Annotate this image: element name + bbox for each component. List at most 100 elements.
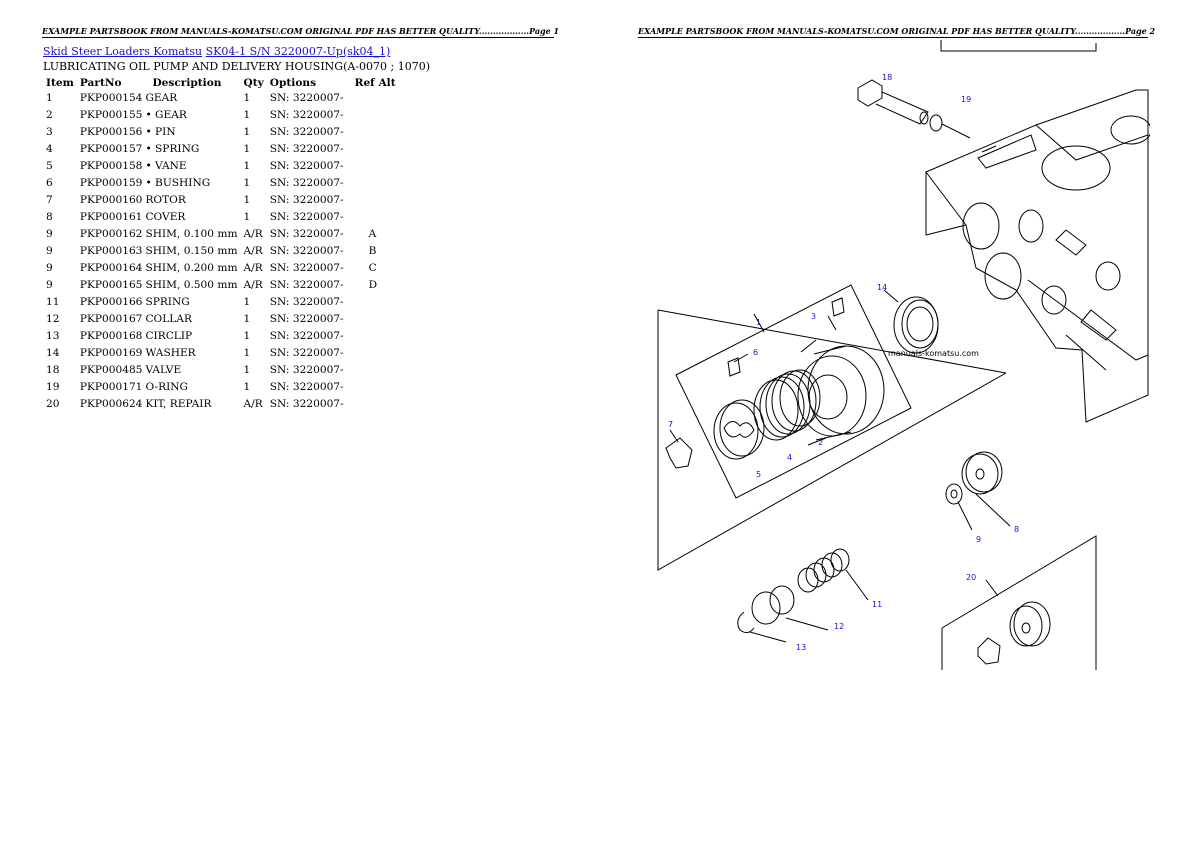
cell-qty: 1 [243,194,251,206]
cell-ref [347,143,399,160]
callout-12: 12 [834,622,844,631]
cell-qty: 1 [243,364,251,376]
cell-description: KIT, REPAIR [145,398,212,410]
callout-18: 18 [882,73,892,82]
cell-qty: 1 [243,126,251,138]
cell-options: SN: 3220007- [269,364,344,376]
cell-options: SN: 3220007- [269,381,344,393]
table-header-row: Item PartNo Description Qty Options Ref … [43,76,399,92]
header-description: Description [152,76,222,89]
cell-item: 8 [46,211,53,223]
breadcrumb-link-model[interactable]: SK04-1 S/N 3220007-Up(sk04_1) [205,45,391,58]
cell-ref: B [368,245,377,257]
callout-19: 19 [961,95,971,104]
cell-description: • SPRING [145,143,200,155]
cell-item: 3 [46,126,53,138]
header-options: Options [269,76,317,89]
cell-ref [347,126,399,143]
cell-ref [347,381,399,398]
cell-options: SN: 3220007- [269,313,344,325]
header-alt: Alt [378,76,396,89]
cell-item: 5 [46,160,53,172]
cell-description: SPRING [145,296,190,308]
cell-ref [347,92,399,109]
cell-options: SN: 3220007- [269,194,344,206]
callout-6: 6 [753,348,758,357]
cell-description: GEAR [145,92,178,104]
header-partno: PartNo [79,76,122,89]
cell-item: 14 [46,347,60,359]
cell-ref [347,109,399,126]
cell-qty: 1 [243,160,251,172]
cell-description: • GEAR [145,109,187,121]
cell-partno: PKP000161 [79,211,143,223]
cell-qty: 1 [243,347,251,359]
cell-partno: PKP000165 [79,279,143,291]
cell-item: 9 [46,279,53,291]
cell-item: 12 [46,313,60,325]
cell-partno: PKP000168 [79,330,143,342]
breadcrumb-link-skid-steer[interactable]: Skid Steer Loaders Komatsu [43,45,203,58]
cell-options: SN: 3220007- [269,296,344,308]
cell-ref [347,347,399,364]
cell-description: COVER [145,211,186,223]
cell-description: • PIN [145,126,176,138]
callout-9: 9 [976,535,981,544]
callout-7: 7 [668,420,673,429]
cell-item: 9 [46,228,53,240]
cell-options: SN: 3220007- [269,92,344,104]
cell-description: SHIM, 0.500 mm [145,279,238,291]
cell-partno: PKP000162 [79,228,143,240]
cell-item: 13 [46,330,60,342]
cell-options: SN: 3220007- [269,228,344,240]
callout-20: 20 [966,573,976,582]
cell-item: 11 [46,296,60,308]
header-ref-alt: Ref Alt [347,76,399,92]
cell-ref [347,211,399,228]
cell-partno: PKP000155 [79,109,143,121]
cell-partno: PKP000166 [79,296,143,308]
cell-partno: PKP000157 [79,143,143,155]
cell-qty: 1 [243,143,251,155]
cell-description: • BUSHING [145,177,211,189]
cell-qty: A/R [243,228,263,240]
cell-partno: PKP000169 [79,347,143,359]
cell-item: 18 [46,364,60,376]
cell-options: SN: 3220007- [269,211,344,223]
cell-options: SN: 3220007- [269,347,344,359]
cell-ref: C [368,262,377,274]
parts-table: Item PartNo Description Qty Options Ref … [43,76,399,415]
cell-qty: 1 [243,381,251,393]
header-qty: Qty [243,76,264,89]
callout-3: 3 [811,312,816,321]
cell-options: SN: 3220007- [269,330,344,342]
cell-partno: PKP000159 [79,177,143,189]
cell-description: • VANE [145,160,187,172]
cell-qty: A/R [243,262,263,274]
page-1-header: EXAMPLE PARTSBOOK FROM MANUALS-KOMATSU.C… [42,26,560,38]
cell-partno: PKP000156 [79,126,143,138]
cell-ref: D [368,279,378,291]
callout-4: 4 [787,453,792,462]
cell-partno: PKP000160 [79,194,143,206]
cell-item: 4 [46,143,53,155]
cell-partno: PKP000624 [79,398,143,410]
callout-11: 11 [872,600,882,609]
callout-14: 14 [877,283,887,292]
cell-ref: A [368,228,377,240]
cell-description: SHIM, 0.100 mm [145,228,238,240]
cell-item: 19 [46,381,60,393]
callout-5: 5 [756,470,761,479]
cell-description: CIRCLIP [145,330,193,342]
